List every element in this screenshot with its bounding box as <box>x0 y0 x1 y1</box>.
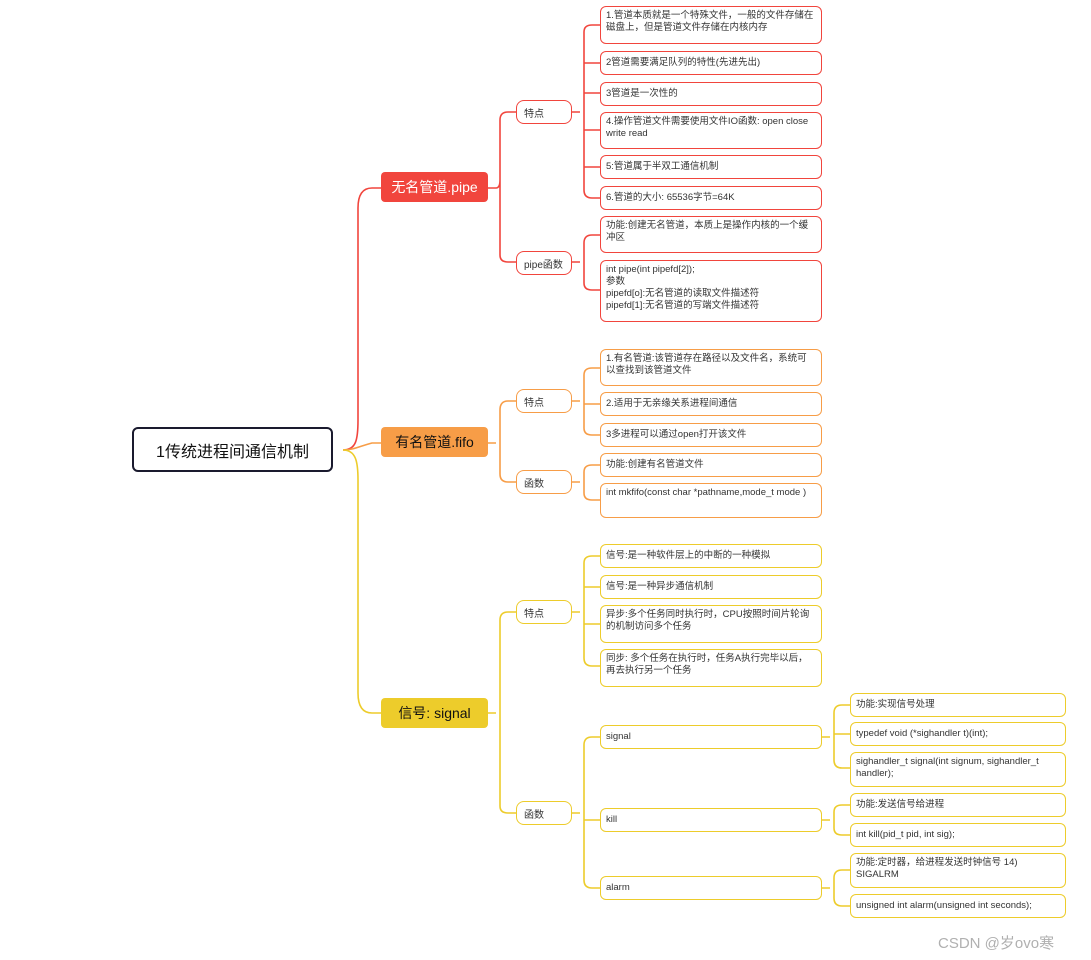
fifo-func-node[interactable]: 函数 <box>516 470 572 494</box>
signal-traits-label: 特点 <box>524 608 544 620</box>
signal-func-signal[interactable]: signal <box>600 725 822 749</box>
pipe-trait-3[interactable]: 3管道是一次性的 <box>600 82 822 106</box>
signal-kill-item-2[interactable]: int kill(pid_t pid, int sig); <box>850 823 1066 847</box>
signal-kill-item-1[interactable]: 功能:发送信号给进程 <box>850 793 1066 817</box>
topic-signal-label: 信号: signal <box>398 705 471 721</box>
fifo-traits-label: 特点 <box>524 397 544 409</box>
pipe-trait-1[interactable]: 1.管道本质就是一个特殊文件，一般的文件存储在磁盘上，但是管道文件存储在内核内存 <box>600 6 822 44</box>
topic-pipe[interactable]: 无名管道.pipe <box>381 172 488 202</box>
signal-trait-1[interactable]: 信号:是一种软件层上的中断的一种模拟 <box>600 544 822 568</box>
signal-signal-item-2[interactable]: typedef void (*sighandler t)(int); <box>850 722 1066 746</box>
pipe-trait-5[interactable]: 5:管道属于半双工通信机制 <box>600 155 822 179</box>
signal-signal-item-3[interactable]: sighandler_t signal(int signum, sighandl… <box>850 752 1066 787</box>
signal-trait-3[interactable]: 异步:多个任务同时执行时，CPU按照时间片轮询的机制访问多个任务 <box>600 605 822 643</box>
signal-func-label: 函数 <box>524 809 544 821</box>
pipe-trait-2[interactable]: 2管道需要满足队列的特性(先进先出) <box>600 51 822 75</box>
signal-func-node[interactable]: 函数 <box>516 801 572 825</box>
fifo-func-1[interactable]: 功能:创建有名管道文件 <box>600 453 822 477</box>
topic-pipe-label: 无名管道.pipe <box>391 179 478 195</box>
topic-fifo[interactable]: 有名管道.fifo <box>381 427 488 457</box>
topic-signal[interactable]: 信号: signal <box>381 698 488 728</box>
root-topic-label: 1传统进程间通信机制 <box>156 443 309 461</box>
fifo-trait-1[interactable]: 1.有名管道:该管道存在路径以及文件名，系统可以查找到该管道文件 <box>600 349 822 386</box>
fifo-func-2[interactable]: int mkfifo(const char *pathname,mode_t m… <box>600 483 822 518</box>
pipe-trait-4[interactable]: 4.操作管道文件需要使用文件IO函数: open close write rea… <box>600 112 822 149</box>
signal-func-kill[interactable]: kill <box>600 808 822 832</box>
signal-trait-4[interactable]: 同步: 多个任务在执行时，任务A执行完毕以后，再去执行另一个任务 <box>600 649 822 687</box>
pipe-func-1[interactable]: 功能:创建无名管道，本质上是操作内核的一个缓冲区 <box>600 216 822 253</box>
pipe-func-node[interactable]: pipe函数 <box>516 251 572 275</box>
pipe-traits-label: 特点 <box>524 108 544 120</box>
signal-alarm-item-2[interactable]: unsigned int alarm(unsigned int seconds)… <box>850 894 1066 918</box>
fifo-traits-node[interactable]: 特点 <box>516 389 572 413</box>
signal-trait-2[interactable]: 信号:是一种异步通信机制 <box>600 575 822 599</box>
root-topic[interactable]: 1传统进程间通信机制 <box>132 427 333 472</box>
pipe-func-2[interactable]: int pipe(int pipefd[2]); 参数 pipefd[o]:无名… <box>600 260 822 322</box>
pipe-func-label: pipe函数 <box>524 259 563 271</box>
signal-traits-node[interactable]: 特点 <box>516 600 572 624</box>
fifo-trait-3[interactable]: 3多进程可以通过open打开该文件 <box>600 423 822 447</box>
fifo-func-label: 函数 <box>524 478 544 490</box>
signal-func-alarm[interactable]: alarm <box>600 876 822 900</box>
pipe-trait-6[interactable]: 6.管道的大小: 65536字节=64K <box>600 186 822 210</box>
topic-fifo-label: 有名管道.fifo <box>395 434 474 450</box>
signal-alarm-item-1[interactable]: 功能:定时器，给进程发送时钟信号 14) SIGALRM <box>850 853 1066 888</box>
watermark: CSDN @岁ovo寒 <box>938 935 1055 952</box>
fifo-trait-2[interactable]: 2.适用于无亲缘关系进程间通信 <box>600 392 822 416</box>
signal-signal-item-1[interactable]: 功能:实现信号处理 <box>850 693 1066 717</box>
pipe-traits-node[interactable]: 特点 <box>516 100 572 124</box>
